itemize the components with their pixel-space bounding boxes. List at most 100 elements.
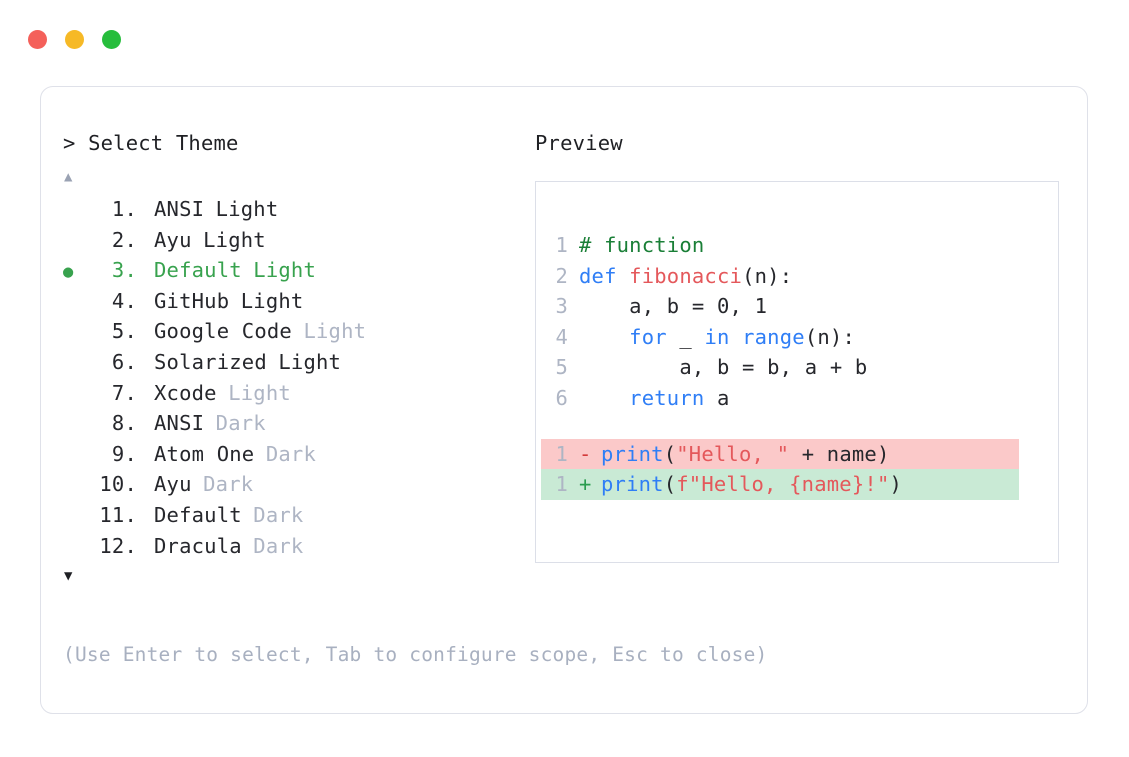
theme-item-name: Solarized [154, 349, 267, 374]
code-line: 3 a, b = 0, 1 [554, 291, 1052, 322]
close-button-icon[interactable] [28, 30, 47, 49]
theme-item-name: Ayu [154, 227, 192, 252]
window-titlebar [0, 0, 1129, 86]
theme-item-number: 12. [99, 533, 137, 558]
scroll-up-icon[interactable]: ▲ [64, 169, 73, 185]
minimize-button-icon[interactable] [65, 30, 84, 49]
diff-block: 1-print("Hello, " + name)1+print(f"Hello… [541, 438, 1052, 500]
diff-plus-marker: + [579, 472, 592, 497]
theme-item-spacer [137, 378, 154, 409]
theme-item-variant: Light [278, 349, 342, 374]
line-number: 6 [555, 385, 568, 410]
code-token [579, 325, 629, 349]
line-number: 3 [555, 294, 568, 319]
code-line-content: def fibonacci(n): [579, 261, 792, 292]
theme-item-variant: Light [215, 197, 279, 221]
theme-item-number: 4. [111, 288, 137, 313]
maximize-button-icon[interactable] [102, 30, 121, 49]
diff-line-added: 1 + print(f"Hello, {name}!") [541, 469, 1019, 500]
code-token: ( [663, 441, 677, 466]
diff-line-content: print(f"Hello, {name}!") [601, 469, 902, 500]
theme-list-item[interactable]: ● 3. Default Light [63, 255, 533, 286]
theme-item-name: Atom One [154, 441, 255, 466]
theme-item-spacer [137, 286, 154, 317]
theme-item-variant: Dark [265, 441, 317, 466]
theme-item-name: Ayu [154, 472, 192, 497]
code-token: f"Hello, {name}!" [676, 472, 890, 497]
traffic-light-buttons [28, 30, 121, 49]
theme-item-spacer [137, 194, 154, 225]
theme-item-variant: Dark [203, 472, 254, 497]
theme-item-spacer [137, 469, 154, 500]
theme-item-variant: Dark [253, 502, 304, 527]
theme-item-number: 8. [111, 411, 137, 436]
theme-item-variant: Dark [253, 533, 304, 558]
code-token: (n): [742, 263, 793, 288]
theme-item-number: 11. [99, 502, 137, 527]
code-line-content: return a [579, 383, 730, 414]
code-token: a, b = b, a + b [579, 355, 868, 380]
theme-item-spacer [137, 255, 154, 286]
code-token [730, 325, 743, 349]
theme-item-number: 2. [111, 227, 137, 252]
theme-list-item[interactable]: 10. Ayu Dark [63, 469, 533, 500]
code-line: 6 return a [554, 383, 1052, 414]
theme-item-name: Default [154, 502, 242, 527]
code-line: 4 for _ in range(n): [554, 322, 1052, 353]
selected-bullet-icon: ● [63, 262, 74, 283]
code-line: 5 a, b = b, a + b [554, 352, 1052, 383]
code-line: 1# function [554, 230, 1052, 261]
code-token: in [704, 324, 730, 349]
theme-item-spacer [137, 531, 154, 562]
theme-item-variant: Dark [215, 411, 266, 436]
select-theme-prompt: > Select Theme [63, 131, 239, 155]
theme-item-number: 3. [111, 258, 137, 283]
theme-item-number: 6. [111, 349, 137, 374]
theme-item-number: 10. [99, 472, 137, 497]
theme-list-item[interactable]: 6. Solarized Light [63, 347, 533, 378]
code-line-content: for _ in range(n): [579, 322, 855, 353]
keyboard-hint: (Use Enter to select, Tab to configure s… [63, 643, 768, 666]
code-token: def [579, 263, 630, 288]
code-token: range [742, 324, 805, 349]
theme-item-variant: Light [303, 319, 367, 344]
code-token: (n): [804, 324, 855, 349]
theme-item-number: 7. [111, 380, 137, 405]
code-token: "Hello, " [676, 441, 790, 466]
line-number: 1 [555, 472, 568, 497]
diff-line-content: print("Hello, " + name) [601, 439, 890, 470]
diff-line-removed: 1-print("Hello, " + name) [541, 438, 1019, 470]
line-number: 5 [555, 355, 568, 380]
theme-item-name: ANSI [154, 197, 205, 221]
code-token: fibonacci [629, 263, 743, 288]
diff-minus-marker: - [579, 441, 592, 466]
preview-title: Preview [535, 131, 623, 155]
code-line-content: # function [579, 230, 704, 261]
code-token: # function [579, 233, 705, 257]
theme-item-name: Google Code [154, 319, 292, 344]
theme-item-variant: Light [240, 288, 304, 313]
scroll-down-icon[interactable]: ▼ [64, 568, 73, 585]
code-token: print [601, 441, 664, 466]
theme-item-spacer [137, 500, 154, 531]
theme-item-variant: Light [253, 258, 317, 283]
theme-list-item[interactable]: 11. Default Dark [63, 500, 533, 531]
theme-item-spacer [137, 408, 154, 439]
code-line-content: a, b = b, a + b [579, 352, 867, 383]
line-number: 1 [555, 441, 568, 466]
theme-item-name: Default [154, 258, 242, 283]
